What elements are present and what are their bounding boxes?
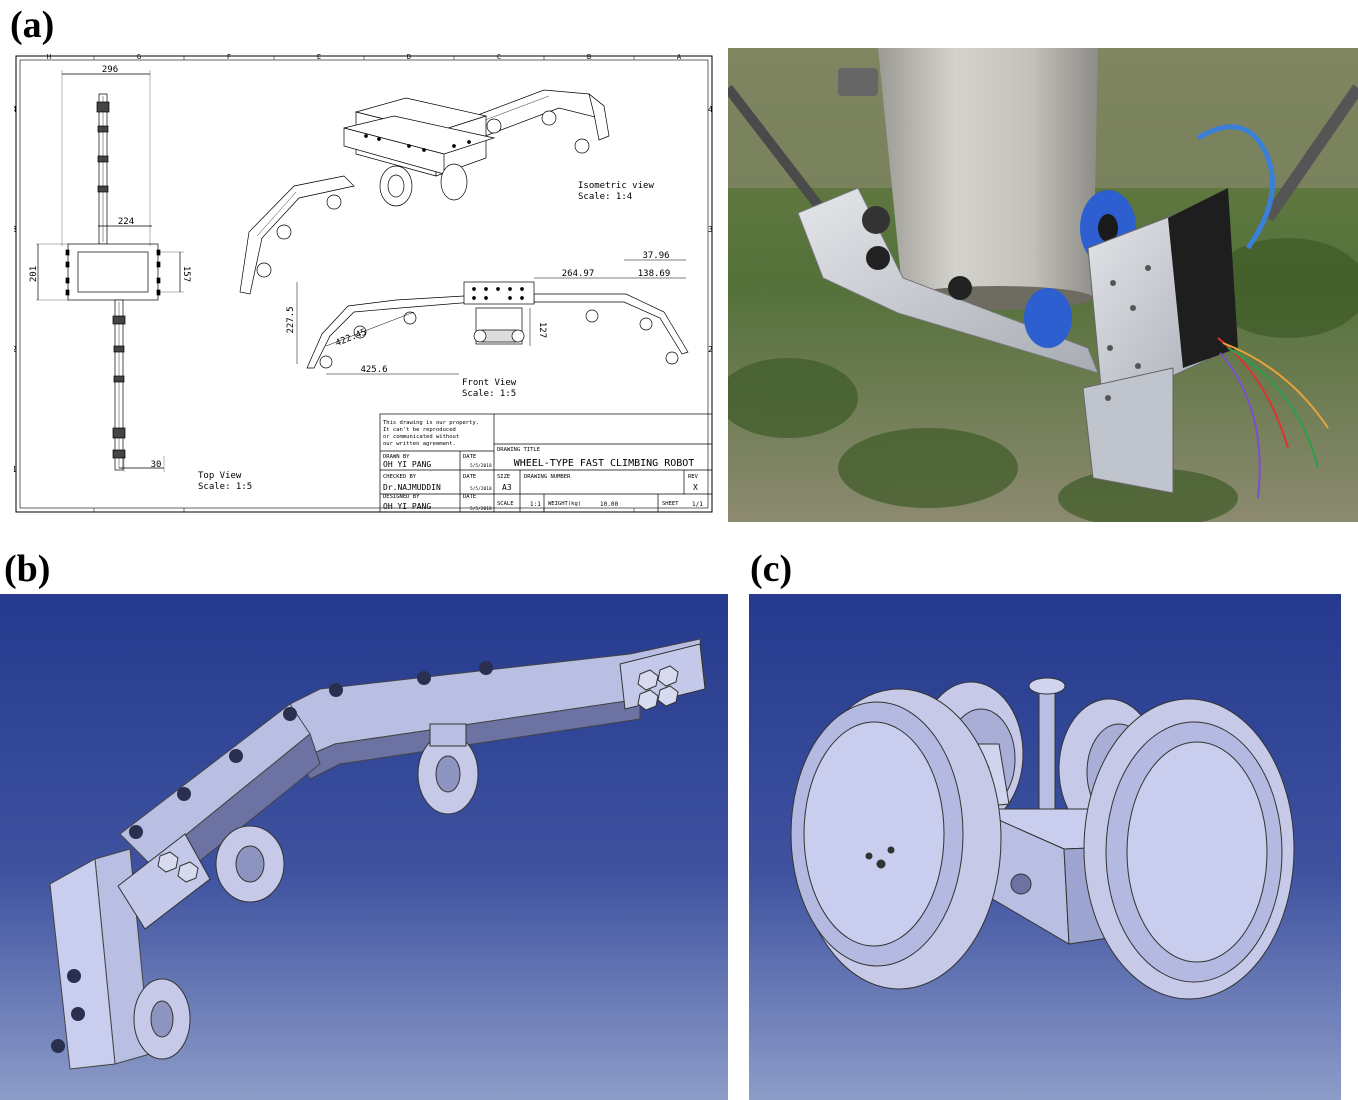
top-view-scale: Scale: 1:5 (198, 482, 252, 492)
dim-138-69: 138.69 (638, 269, 671, 279)
front-view-scale: Scale: 1:5 (462, 389, 516, 399)
date-value: 5/5/2018 (470, 463, 492, 469)
dim-422-45: 422.45 (334, 327, 368, 348)
drawing-number-label: DRAWING NUMBER (524, 474, 571, 480)
scale-label: SCALE (497, 501, 514, 507)
row-label: 2 (708, 345, 713, 354)
cad-drive-module-render (749, 594, 1341, 1100)
col-label: H (47, 53, 51, 61)
row-label: 2 (14, 345, 17, 354)
checked-by-value: Dr.NAJMUDDIN (383, 483, 441, 492)
designed-by-value: OH YI PANG (383, 502, 431, 511)
title-block (379, 413, 713, 513)
front-view (296, 259, 689, 375)
drawn-by-label: DRAWN BY (383, 454, 410, 460)
cad-arm-render (0, 594, 728, 1100)
dim-227-5: 227.5 (286, 306, 296, 333)
col-label: A (677, 53, 682, 61)
sheet-label: SHEET (662, 501, 679, 507)
top-view-label: Top View (198, 471, 242, 481)
notice-line: This drawing is our property. (383, 420, 479, 426)
designed-by-label: DESIGNED BY (383, 494, 420, 500)
date-label: DATE (463, 474, 476, 480)
iso-view-label: Isometric view (578, 181, 654, 191)
dim-201: 201 (29, 266, 39, 282)
weight-label: WEIGHT(kg) (548, 501, 581, 507)
dim-157: 157 (181, 266, 191, 282)
panel-label-c: (c) (750, 548, 793, 590)
checked-by-label: CHECKED BY (383, 474, 417, 480)
date-label: DATE (463, 454, 476, 460)
engineering-drawing: H G F E D C B A H G B A 4 3 2 1 4 3 2 (14, 46, 714, 516)
dim-224: 224 (118, 217, 134, 227)
top-view (36, 70, 184, 472)
panel-label-b: (b) (4, 548, 51, 590)
date-label: DATE (463, 494, 476, 500)
weight-value: 10.00 (600, 501, 618, 508)
drawn-by-value: OH YI PANG (383, 460, 431, 469)
dim-425-6: 425.6 (360, 365, 387, 375)
row-label: 1 (14, 465, 17, 474)
date-value: 5/5/2018 (470, 486, 492, 492)
date-value: 5/5/2018 (470, 506, 492, 512)
col-label: B (587, 53, 591, 61)
row-label: 3 (708, 225, 713, 234)
notice-line: or communicated without (383, 434, 459, 440)
dim-30: 30 (151, 460, 162, 470)
col-label: D (407, 53, 411, 61)
row-label: 3 (14, 225, 17, 234)
drawing-title: WHEEL-TYPE FAST CLIMBING ROBOT (514, 458, 695, 469)
notice-line: It can't be reproduced (383, 427, 456, 433)
row-label: 4 (708, 105, 713, 114)
panel-label-a: (a) (10, 4, 55, 46)
iso-view-scale: Scale: 1:4 (578, 192, 632, 202)
col-label: C (497, 53, 501, 61)
size-label: SIZE (497, 474, 510, 480)
col-label: F (227, 53, 231, 61)
dim-37-96: 37.96 (642, 251, 669, 261)
isometric-view (239, 89, 610, 295)
robot-photo (728, 48, 1358, 522)
front-view-label: Front View (462, 378, 517, 388)
row-label: 4 (14, 105, 17, 114)
col-label: E (317, 53, 321, 61)
notice-line: our written agreement. (383, 441, 456, 447)
col-label: G (137, 53, 141, 61)
sheet-value: 1/1 (692, 501, 703, 508)
dim-127: 127 (537, 322, 547, 338)
dim-296: 296 (102, 65, 118, 75)
scale-value: 1:1 (530, 501, 541, 508)
drawing-title-label: DRAWING TITLE (497, 447, 540, 453)
dim-264-97: 264.97 (562, 269, 595, 279)
size-value: A3 (502, 483, 512, 492)
rev-value: X (693, 483, 698, 492)
rev-label: REV (688, 474, 699, 480)
